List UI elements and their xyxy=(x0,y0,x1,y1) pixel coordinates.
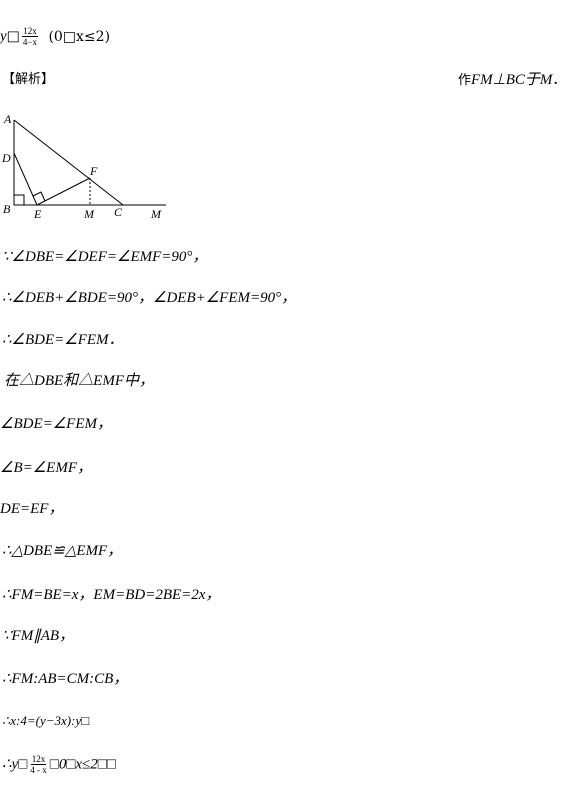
answer-fraction-denominator: 4−x xyxy=(22,37,37,47)
label-m: M xyxy=(83,207,95,221)
proof-step-5: ∠BDE=∠FEM， xyxy=(0,416,112,432)
proof-step-4: 在△DBE和△EMF中， xyxy=(4,373,154,389)
construct-suffix: ． xyxy=(552,72,567,88)
answer-eq: □ xyxy=(6,28,20,45)
segment-ac xyxy=(13,119,124,206)
proof-step-3: ∴∠BDE=∠FEM． xyxy=(2,332,124,348)
label-a: A xyxy=(3,112,12,126)
construct-note: 作FM⊥BC于M． xyxy=(458,71,566,90)
answer-lhs: y xyxy=(0,28,7,45)
construct-prefix: 作 xyxy=(458,73,472,88)
proof-step-1: ∵∠DBE=∠DEF=∠EMF=90°， xyxy=(2,249,208,265)
proof-step-10: ∵FM∥AB， xyxy=(2,628,75,644)
label-c: C xyxy=(114,205,123,219)
segment-de xyxy=(13,152,38,206)
segment-ef xyxy=(36,177,91,206)
label-d: D xyxy=(1,151,11,165)
proof-step-2: ∴∠DEB+∠BDE=90°，∠DEB+∠FEM=90°， xyxy=(2,290,297,306)
answer-fraction-numerator: 12x xyxy=(22,26,38,37)
proof-step-8: ∴△DBE≌△EMF， xyxy=(2,543,123,559)
analysis-header: 【解析】 xyxy=(2,72,55,87)
label-b: B xyxy=(3,202,11,216)
label-m-right: M xyxy=(150,207,162,221)
answer-domain: (0□x≤2) xyxy=(48,28,111,45)
proof-step-9: ∴FM=BE=x，EM=BD=2BE=2x， xyxy=(2,587,221,603)
label-e: E xyxy=(33,207,42,221)
geometry-figure: A D B E F M C M xyxy=(1,112,166,221)
construct-expr: FM⊥BC于M xyxy=(471,72,553,88)
right-angle-b xyxy=(13,194,25,206)
final-answer-domain: □0□x≤2□□ xyxy=(49,756,116,773)
right-angle-e xyxy=(32,191,46,202)
final-fraction-numerator: 12x xyxy=(30,754,47,765)
final-answer-prefix: ∴y□ xyxy=(2,756,28,773)
label-f: F xyxy=(89,164,98,178)
proof-step-7: DE=EF， xyxy=(0,501,64,517)
final-fraction-denominator: 4 - x xyxy=(30,765,47,775)
proof-step-12: ∴x:4=(y−3x):y□ xyxy=(2,713,90,728)
proof-step-6: ∠B=∠EMF， xyxy=(0,460,92,476)
proof-step-11: ∴FM:AB=CM:CB， xyxy=(2,671,129,687)
